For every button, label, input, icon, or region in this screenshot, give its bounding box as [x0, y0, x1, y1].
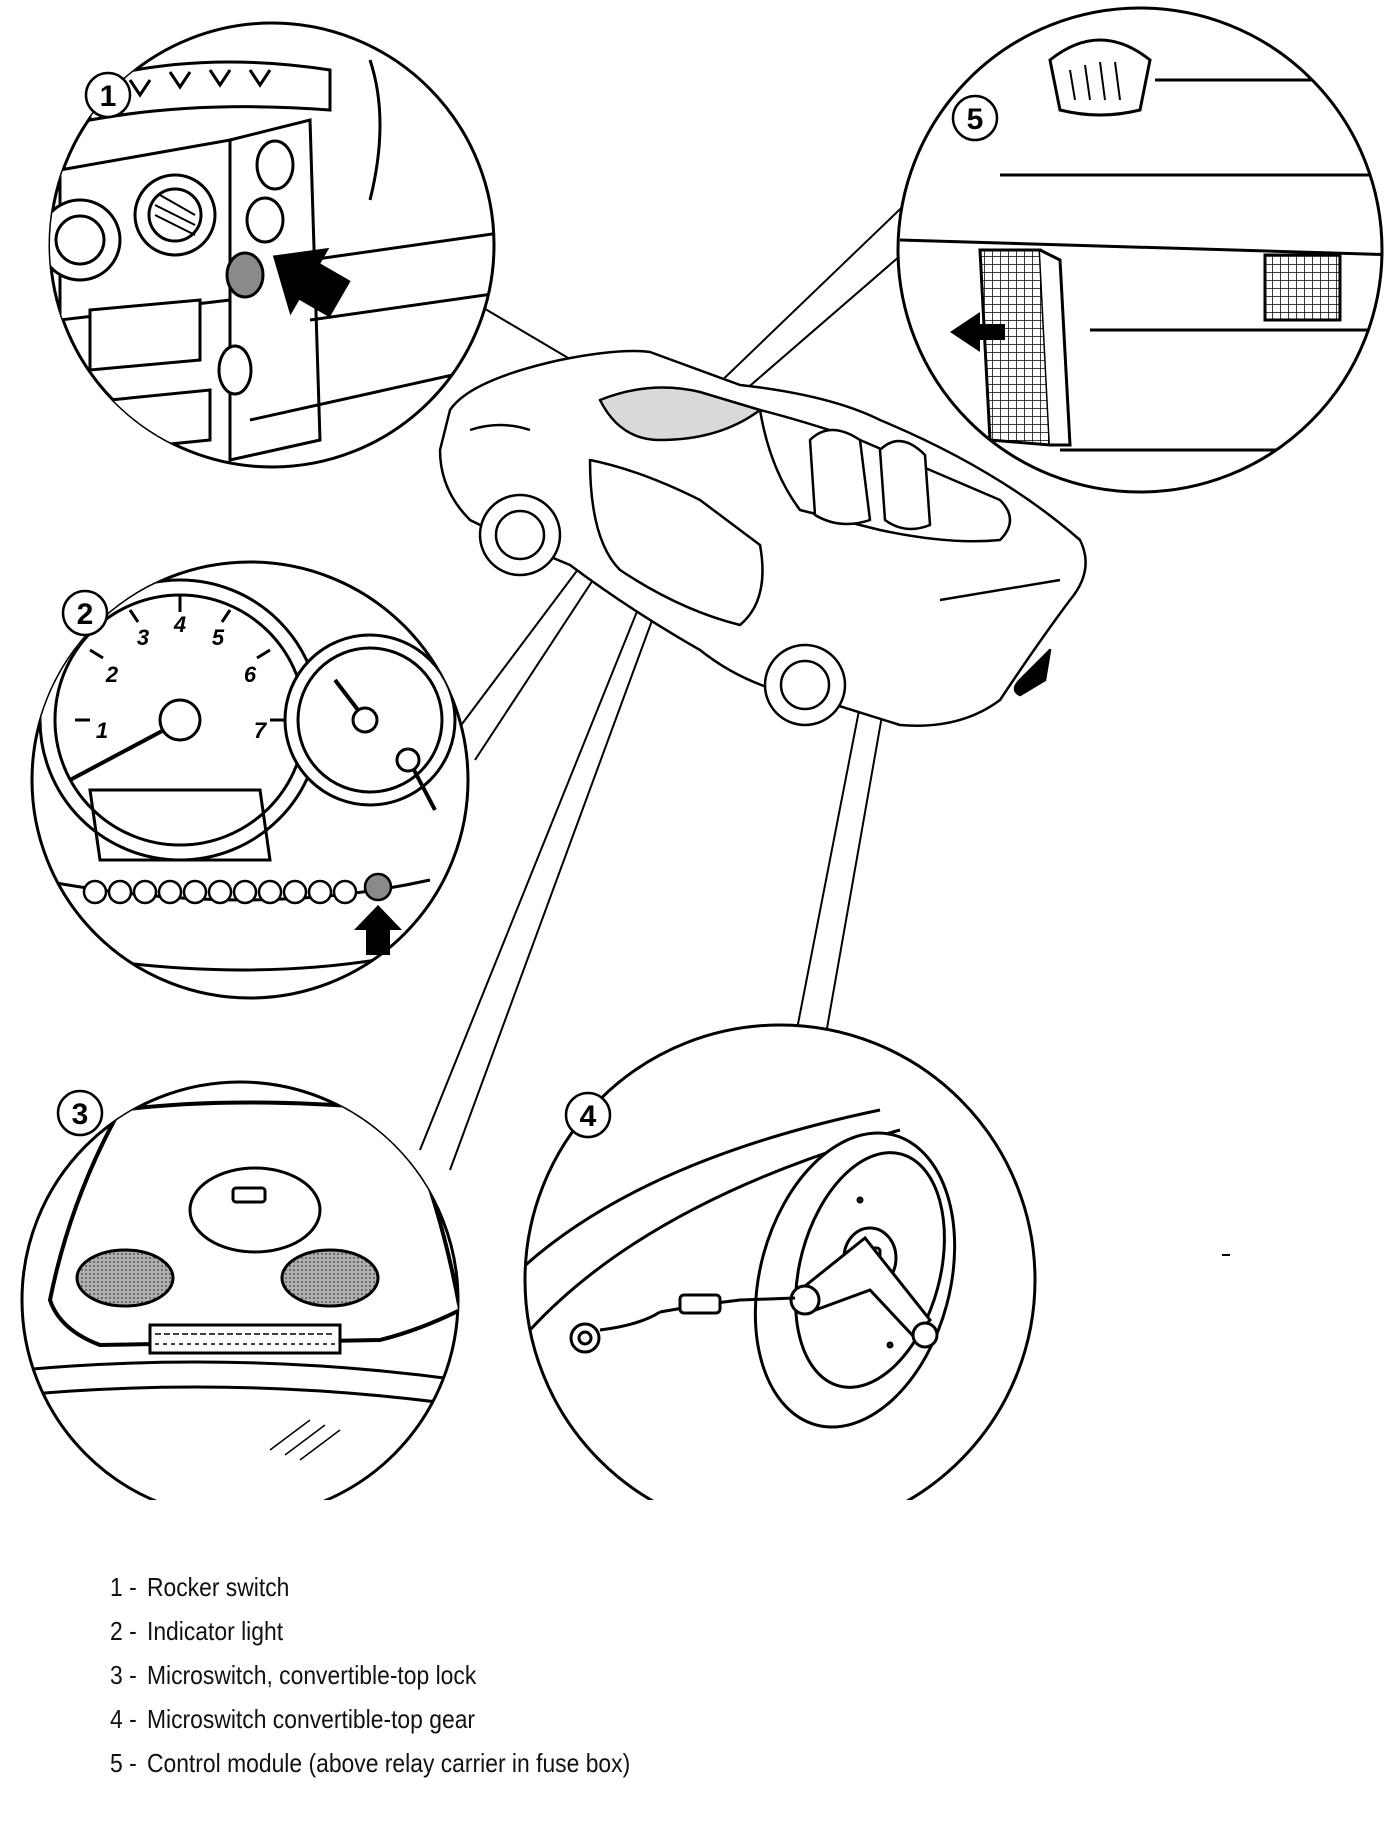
callout-5: 5 — [967, 103, 984, 136]
detail-circle-microswitch-lock: 3 — [20, 1080, 460, 1500]
warning-light-row — [82, 872, 393, 905]
legend-item: 2 - Indicator light — [110, 1609, 630, 1653]
callout-3: 3 — [72, 1098, 89, 1131]
callout-1: 1 — [100, 80, 117, 113]
legend-item: 5 - Control module (above relay carrier i… — [110, 1741, 630, 1785]
detail-circle-rocker-switch: 1 — [48, 21, 496, 469]
legend-item: 4 - Microswitch convertible-top gear — [110, 1697, 630, 1741]
legend-text: Rocker switch — [146, 1572, 290, 1602]
legend-number: 2 - — [110, 1616, 137, 1646]
leader-lines — [419, 189, 931, 1171]
gauge-number-6: 6 — [244, 662, 257, 687]
component-legend: 1 - Rocker switch 2 - Indicator light 3 - M… — [110, 1565, 701, 1785]
legend-text: Control module (above relay carrier in f… — [146, 1748, 631, 1778]
component-location-diagram: 1 1 2 — [20, 6, 1384, 1500]
legend-number: 4 - — [110, 1704, 137, 1734]
callout-2: 2 — [77, 598, 94, 631]
detail-circle-microswitch-gear: 4 — [523, 1023, 1037, 1500]
legend-number: 5 - — [110, 1748, 137, 1778]
legend-number: 3 - — [110, 1660, 137, 1690]
legend-text: Indicator light — [146, 1616, 284, 1646]
legend-item: 1 - Rocker switch — [110, 1565, 630, 1609]
legend-number: 1 - — [110, 1572, 137, 1602]
gauge-number-4: 4 — [173, 612, 186, 637]
gauge-ticks — [75, 596, 285, 722]
gauge-number-1: 1 — [96, 718, 108, 743]
legend-text: Microswitch, convertible-top lock — [146, 1660, 477, 1690]
callout-4: 4 — [580, 1100, 597, 1133]
legend-item: 3 - Microswitch, convertible-top lock — [110, 1653, 630, 1697]
gauge-number-5: 5 — [212, 625, 225, 650]
detail-circle-indicator-light: 1 2 3 4 5 6 7 2 — [30, 560, 470, 1000]
gauge-number-2: 2 — [105, 662, 119, 687]
legend-text: Microswitch convertible-top gear — [146, 1704, 476, 1734]
detail-circle-control-module: 5 — [896, 6, 1384, 494]
gauge-number-7: 7 — [254, 718, 268, 743]
car-illustration — [438, 349, 1087, 727]
gauge-number-3: 3 — [137, 625, 149, 650]
